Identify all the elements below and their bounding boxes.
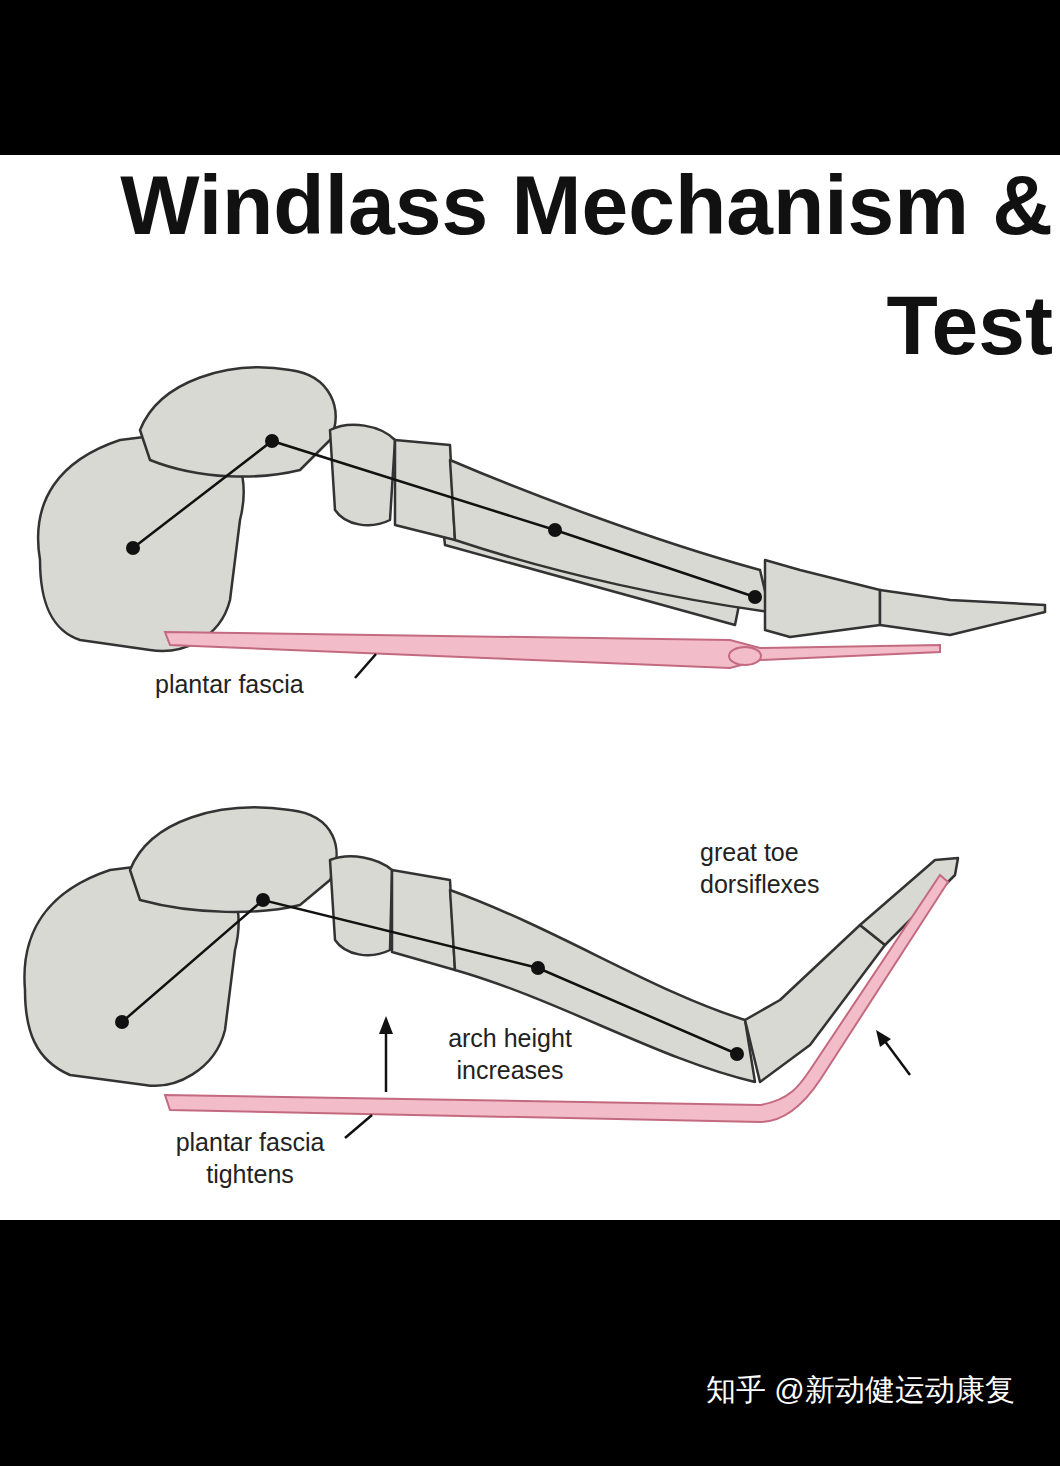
part-label: great toe dorsiflexes [700,836,860,900]
watermark: 知乎 @新动健运动康复 [706,1370,1046,1410]
part-label: plantar fascia tightens [150,1126,350,1190]
part-label: plantar fascia [155,668,375,700]
part-label: arch height increases [395,1022,625,1086]
title: Windlass Mechanism & Test [8,145,1053,385]
